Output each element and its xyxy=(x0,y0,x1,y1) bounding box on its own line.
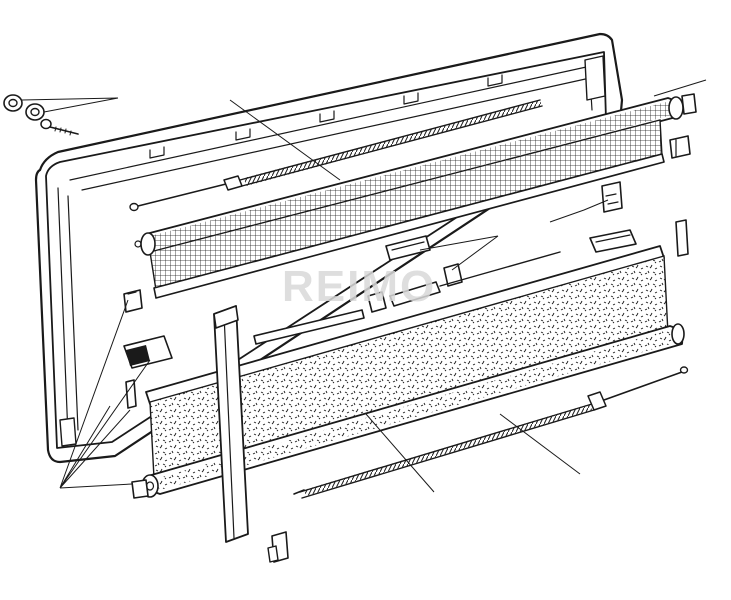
vertical-guide-profile xyxy=(213,305,249,543)
blackout-blind-cassette xyxy=(131,245,685,499)
spring-clip-left xyxy=(125,379,137,409)
leader-screw-caps xyxy=(21,97,119,113)
leader-side-bracket xyxy=(549,199,609,223)
leader-blind-cassette xyxy=(365,413,435,493)
screw-cap-left xyxy=(3,94,23,112)
side-guide-bracket xyxy=(601,181,623,213)
corner-clip-left xyxy=(123,289,143,313)
bottom-corner-bracket xyxy=(267,531,289,563)
leader-lower-rod xyxy=(499,413,581,475)
leader-latch-pair xyxy=(419,235,499,271)
leader-lines xyxy=(21,79,707,493)
handle-recess-left xyxy=(123,335,173,369)
lower-tension-rod xyxy=(293,366,689,499)
guide-clip-top-right xyxy=(669,135,691,159)
leader-left-parts xyxy=(59,299,151,489)
leader-roller-right xyxy=(653,79,707,97)
guide-rail xyxy=(253,309,365,345)
leader-window-frame xyxy=(229,99,341,181)
clip-pair-upper xyxy=(589,229,637,253)
mounting-screw xyxy=(40,118,79,136)
side-end-plate xyxy=(675,219,689,257)
flyscreen-roller-cassette xyxy=(134,93,697,299)
screw-cap-right xyxy=(25,103,45,121)
centre-latch-assembly xyxy=(367,235,561,313)
